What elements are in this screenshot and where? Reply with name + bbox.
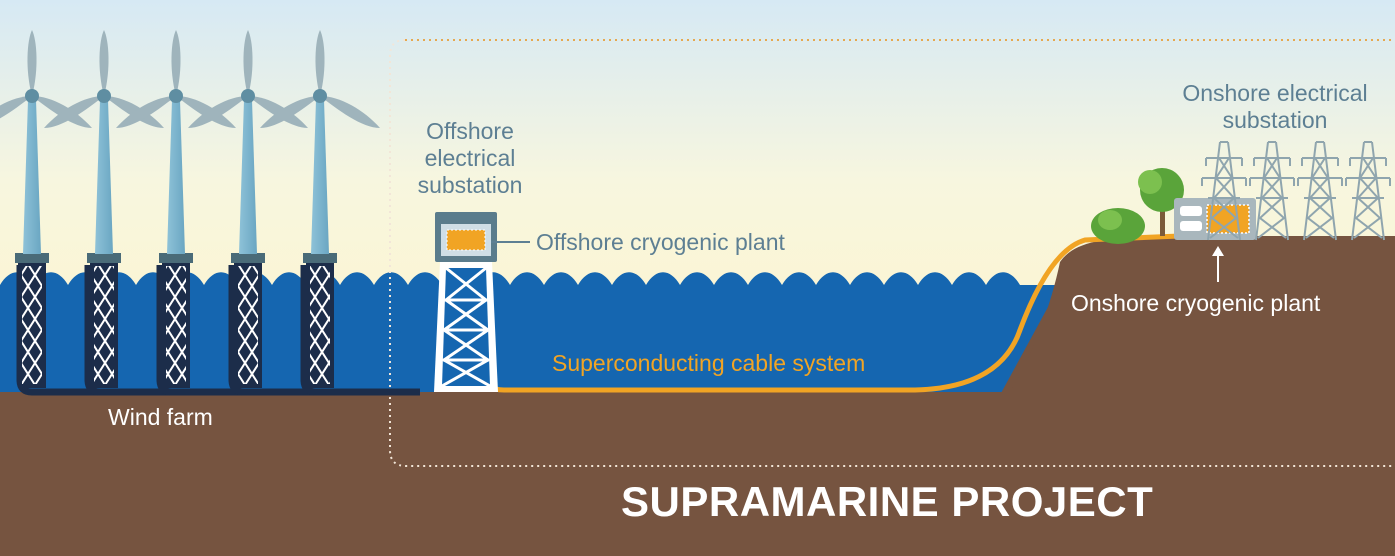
offshore-substation-line-3: substation: [417, 172, 523, 198]
offshore-substation-line-2: electrical: [424, 145, 516, 171]
superconducting-cable-label: Superconducting cable system: [552, 350, 866, 376]
project-boundary-lower: [389, 39, 1395, 467]
onshore-substation-line-2: substation: [1222, 107, 1328, 133]
seabed: [0, 236, 1395, 551]
transmission-tower-icon: [1297, 141, 1343, 241]
wind-turbine-icon: [44, 30, 164, 388]
onshore-substation-label: Onshore electrical substation: [1150, 80, 1395, 134]
project-title: SUPRAMARINE PROJECT: [621, 478, 1154, 525]
offshore-substation-label: Offshore electrical substation: [400, 118, 540, 199]
transmission-tower-icon: [1345, 141, 1391, 241]
wind-turbine-icon: [188, 30, 308, 388]
offshore-substation-line-1: Offshore: [426, 118, 514, 144]
transmission-tower-icon: [1249, 141, 1295, 241]
wind-turbines: [0, 30, 380, 388]
transmission-towers: [1201, 141, 1391, 241]
bush-icon: [1091, 208, 1145, 244]
onshore-cryogenic-plant-label: Onshore cryogenic plant: [1071, 290, 1321, 316]
wind-farm-label: Wind farm: [108, 404, 213, 430]
offshore-cryogenic-plant-label: Offshore cryogenic plant: [536, 229, 785, 255]
arrow-up-icon: [1212, 246, 1224, 256]
tree-icon: [1138, 168, 1184, 236]
wind-turbine-icon: [0, 30, 92, 388]
onshore-substation-line-1: Onshore electrical: [1182, 80, 1368, 106]
offshore-platform: [434, 212, 498, 392]
transmission-tower-icon: [1201, 141, 1247, 241]
sea: [0, 272, 1060, 395]
wind-turbine-icon: [260, 30, 380, 388]
